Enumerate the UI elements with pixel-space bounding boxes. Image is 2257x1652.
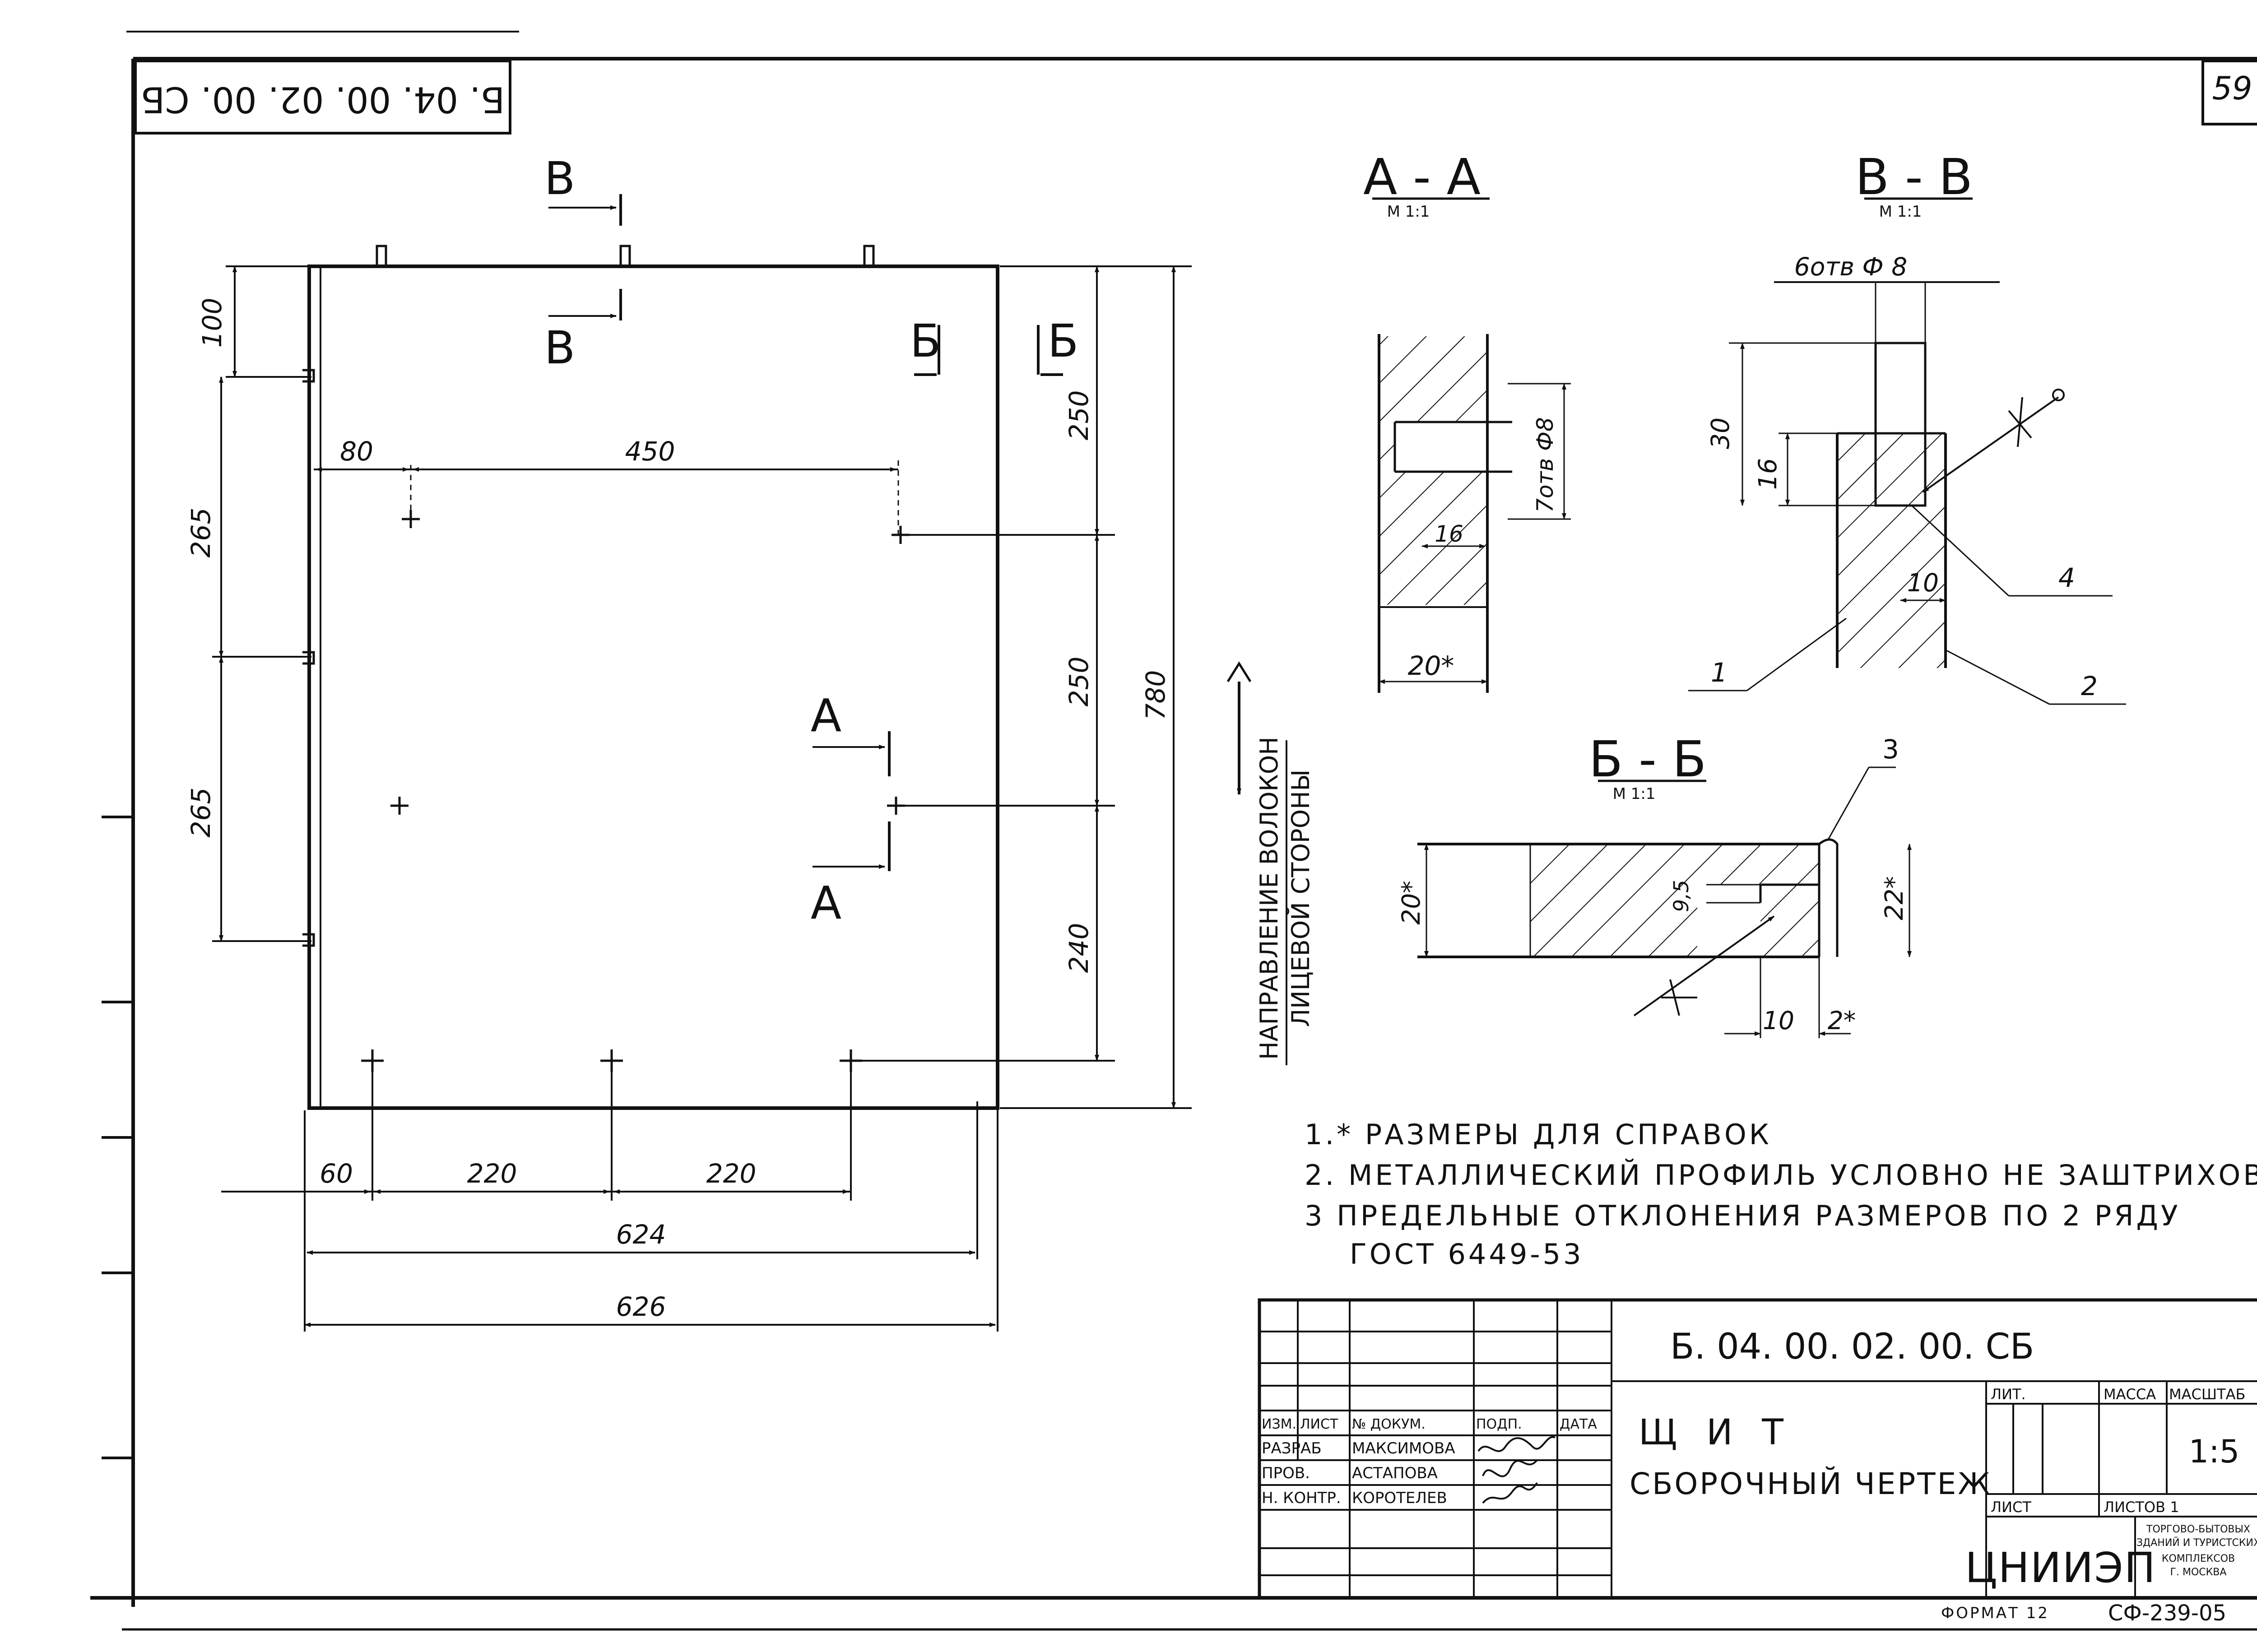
main-view: В В Б Б А А <box>186 152 1192 1332</box>
col-doc: № ДОКУМ. <box>1352 1416 1426 1432</box>
dim-450: 450 <box>625 436 675 467</box>
page-number-box: 59 <box>2201 60 2257 125</box>
cut-marker-v <box>548 194 622 320</box>
page-number: 59 <box>2212 70 2252 107</box>
title-block: Б. 04. 00. 02. 00. СБ Щ И Т СБОРОЧНЫЙ ЧЕ… <box>1258 1298 2257 1600</box>
archive-code: СФ-239-05 <box>2108 1601 2226 1626</box>
org-logo: ЦНИИЭП <box>1965 1544 2156 1592</box>
section-a-a: А - А М 1:1 7отв Ф8 16 20* <box>1363 148 1571 693</box>
role-prov: ПРОВ. <box>1262 1464 1310 1482</box>
section-vv-dim10: 10 <box>1907 568 1939 597</box>
cut-label-a-top: А <box>811 689 841 742</box>
dim-100: 100 <box>197 298 228 348</box>
name-razrab: МАКСИМОВА <box>1352 1439 1455 1457</box>
item-subtitle: СБОРОЧНЫЙ ЧЕРТЕЖ <box>1630 1466 1992 1501</box>
cut-label-b-right: Б <box>1048 315 1079 367</box>
section-aa-dim20: 20* <box>1408 650 1454 681</box>
massa-label: МАССА <box>2104 1386 2156 1403</box>
section-vv-dim30: 30 <box>1706 418 1735 449</box>
note-3-gost: ГОСТ 6449-53 <box>1350 1238 1584 1271</box>
col-list: ЛИСТ <box>1300 1416 1338 1432</box>
panel-outline <box>307 265 999 1110</box>
col-izm: ИЗМ. <box>1262 1416 1296 1432</box>
section-bb-title: Б - Б <box>1589 730 1707 788</box>
scale-value: 1:5 <box>2189 1433 2240 1470</box>
section-bb-dim20: 20* <box>1397 881 1426 925</box>
name-prov: АСТАПОВА <box>1352 1464 1438 1482</box>
dim-265-upper: 265 <box>186 508 216 558</box>
section-aa-hole: 7отв Ф8 <box>1532 417 1558 513</box>
doc-code: Б. 04. 00. 02. 00. СБ <box>1670 1327 2034 1367</box>
role-razrab: РАЗРАБ <box>1262 1439 1322 1457</box>
dim-265-lower: 265 <box>186 788 216 838</box>
note-3: 3 ПРЕДЕЛЬНЫЕ ОТКЛОНЕНИЯ РАЗМЕРОВ ПО 2 РЯ… <box>1305 1199 2181 1232</box>
cut-label-v-top: В <box>544 152 576 205</box>
section-aa-dim16: 16 <box>1435 521 1463 547</box>
dim-80: 80 <box>340 436 373 467</box>
org-line1: ТОРГОВО-БЫТОВЫХ <box>2146 1524 2250 1535</box>
role-nkontr: Н. КОНТР. <box>1262 1489 1341 1507</box>
dim-240: 240 <box>1063 923 1094 973</box>
format-label: ФОРМАТ 12 <box>1941 1604 2049 1622</box>
grain-direction: НАПРАВЛЕНИЕ ВОЛОКОН ЛИЦЕВОЙ СТОРОНЫ <box>1226 661 1315 1065</box>
section-bb-scale: М 1:1 <box>1613 785 1656 803</box>
sheet-label: ЛИСТ <box>1991 1499 2031 1516</box>
dim-250-lower: 250 <box>1063 657 1094 707</box>
section-bb-dim10: 10 <box>1763 1006 1794 1035</box>
section-b-b: Б - Б М 1:1 20* 9,5 22* 10 2* 3 <box>1397 730 1912 1038</box>
org-line4: Г. МОСКВА <box>2170 1567 2227 1578</box>
note-2: 2. МЕТАЛЛИЧЕСКИЙ ПРОФИЛЬ УСЛОВНО НЕ ЗАШТ… <box>1305 1159 2257 1192</box>
section-bb-dim2: 2* <box>1828 1006 1856 1035</box>
section-vv-dim16: 16 <box>1753 458 1782 490</box>
section-bb-dim95: 9,5 <box>1669 880 1693 912</box>
org-line2: ЗДАНИЙ И ТУРИСТСКИХ <box>2136 1537 2257 1549</box>
dim-60: 60 <box>320 1158 353 1189</box>
notes: 1.* РАЗМЕРЫ ДЛЯ СПРАВОК 2. МЕТАЛЛИЧЕСКИЙ… <box>1305 1118 2257 1271</box>
dim-220-right: 220 <box>706 1158 757 1189</box>
dim-626: 626 <box>616 1291 666 1322</box>
name-nkontr: КОРОТЕЛЕВ <box>1352 1489 1447 1507</box>
section-vv-pos4: 4 <box>2058 562 2075 593</box>
section-vv-scale: М 1:1 <box>1879 203 1922 221</box>
section-bb-pos3: 3 <box>1882 734 1899 765</box>
rotated-code: Б. 04. 00. 02. 00. СБ <box>141 79 505 120</box>
col-date: ДАТА <box>1560 1416 1597 1432</box>
cut-label-a-bottom: А <box>811 877 841 929</box>
signatures <box>1477 1436 1556 1504</box>
masshtab-label: МАСШТАБ <box>2169 1386 2245 1403</box>
note-1: 1.* РАЗМЕРЫ ДЛЯ СПРАВОК <box>1305 1118 1772 1151</box>
org-line3: КОМПЛЕКСОВ <box>2162 1553 2235 1564</box>
section-aa-scale: М 1:1 <box>1387 203 1430 221</box>
section-vv-title: В - В <box>1855 148 1973 206</box>
col-sign: ПОДП. <box>1476 1416 1522 1432</box>
grain-note-line2: ЛИЦЕВОЙ СТОРОНЫ <box>1286 770 1315 1027</box>
section-aa-title: А - А <box>1363 148 1481 206</box>
dim-220-left: 220 <box>467 1158 517 1189</box>
section-bb-dim22: 22* <box>1880 876 1909 920</box>
hole-marks <box>361 510 910 1072</box>
section-vv-pos1: 1 <box>1711 657 1728 688</box>
item-name: Щ И Т <box>1639 1412 1793 1453</box>
section-vv-pos2: 2 <box>2081 671 2098 701</box>
dim-624: 624 <box>616 1219 666 1250</box>
dim-250-upper: 250 <box>1063 390 1094 441</box>
rotated-code-box: Б. 04. 00. 02. 00. СБ <box>134 60 511 135</box>
section-vv-hole: 6отв Ф 8 <box>1794 252 1907 281</box>
dim-780: 780 <box>1140 670 1171 720</box>
cut-label-v-bottom: В <box>544 321 576 374</box>
cut-label-b-left: Б <box>910 315 941 367</box>
section-v-v: В - В М 1:1 6отв Ф 8 30 16 10 4 1 2 <box>1688 148 2126 705</box>
sheets-label: ЛИСТОВ 1 <box>2104 1499 2179 1516</box>
lit-label: ЛИТ. <box>1991 1386 2026 1403</box>
grain-note-line1: НАПРАВЛЕНИЕ ВОЛОКОН <box>1255 737 1283 1060</box>
